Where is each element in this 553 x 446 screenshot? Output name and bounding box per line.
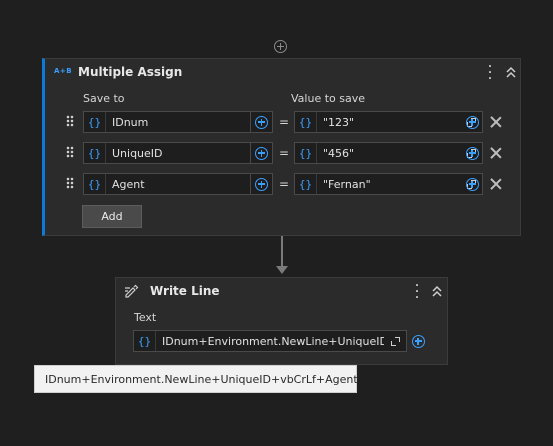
expand-icon (390, 336, 400, 346)
plus-circle-icon (465, 177, 479, 191)
plus-circle-icon (255, 115, 268, 129)
text-field[interactable]: {} IDnum+Environment.NewLine+UniqueID+ (133, 330, 407, 352)
expand-editor-button[interactable] (384, 331, 406, 351)
collapse-icon[interactable] (430, 283, 444, 299)
arrow-down-icon (276, 266, 288, 274)
expression-braces-icon: {} (84, 112, 106, 132)
save-to-value: IDnum (112, 115, 149, 129)
add-activity-top-icon[interactable] (274, 40, 287, 53)
plus-circle-icon (255, 177, 268, 191)
save-to-field[interactable]: {} UniqueID (83, 142, 273, 164)
plus-circle-icon (465, 115, 479, 129)
plus-circle-icon (255, 146, 268, 160)
remove-row-icon[interactable] (490, 147, 502, 159)
drag-handle-icon[interactable] (66, 146, 74, 158)
equals-sign: = (279, 177, 290, 191)
value-to-save-field[interactable]: {} "Fernan" (294, 173, 483, 195)
add-value-button[interactable] (461, 143, 483, 163)
remove-row-icon[interactable] (490, 116, 502, 128)
expression-braces-icon: {} (295, 174, 317, 194)
add-value-button[interactable] (461, 174, 483, 194)
pencil-icon (125, 284, 139, 298)
expression-braces-icon: {} (134, 331, 156, 351)
write-line-card[interactable]: Write Line Text {} IDnum+Environment.New… (115, 277, 448, 365)
expression-tooltip: IDnum+Environment.NewLine+UniqueID+vbCrL… (34, 365, 358, 393)
value-to-save-label: Value to save (291, 92, 365, 105)
kebab-menu-icon[interactable] (486, 63, 494, 81)
add-variable-button[interactable] (250, 174, 272, 194)
text-label: Text (134, 311, 157, 324)
save-to-label: Save to (83, 92, 125, 105)
flow-connector (281, 236, 283, 268)
expression-braces-icon: {} (295, 143, 317, 163)
save-to-field[interactable]: {} IDnum (83, 111, 273, 133)
drag-handle-icon[interactable] (66, 177, 74, 189)
equals-sign: = (279, 115, 290, 129)
save-to-value: UniqueID (112, 146, 163, 160)
write-line-title: Write Line (150, 284, 220, 298)
add-text-button[interactable] (407, 331, 429, 351)
save-to-field[interactable]: {} Agent (83, 173, 273, 195)
add-variable-button[interactable] (250, 112, 272, 132)
add-row-button[interactable]: Add (82, 205, 142, 228)
drag-handle-icon[interactable] (66, 115, 74, 127)
collapse-icon[interactable] (504, 64, 518, 80)
plus-circle-icon (411, 334, 425, 348)
save-to-value: Agent (112, 177, 145, 191)
remove-row-icon[interactable] (490, 178, 502, 190)
multiple-assign-card[interactable]: A+B Multiple Assign Save to Value to sav… (42, 58, 521, 236)
value-to-save-field[interactable]: {} "456" (294, 142, 483, 164)
plus-circle-icon (465, 146, 479, 160)
add-variable-button[interactable] (250, 143, 272, 163)
expression-braces-icon: {} (84, 174, 106, 194)
text-field-value: IDnum+Environment.NewLine+UniqueID+ (162, 334, 384, 348)
expression-braces-icon: {} (295, 112, 317, 132)
value-to-save-value: "123" (323, 115, 355, 129)
value-to-save-value: "Fernan" (323, 177, 371, 191)
equals-sign: = (279, 146, 290, 160)
multiple-assign-title: Multiple Assign (78, 65, 183, 79)
expression-braces-icon: {} (84, 143, 106, 163)
assign-icon: A+B (54, 67, 73, 75)
value-to-save-field[interactable]: {} "123" (294, 111, 483, 133)
add-value-button[interactable] (461, 112, 483, 132)
value-to-save-value: "456" (323, 146, 355, 160)
kebab-menu-icon[interactable] (413, 282, 421, 300)
